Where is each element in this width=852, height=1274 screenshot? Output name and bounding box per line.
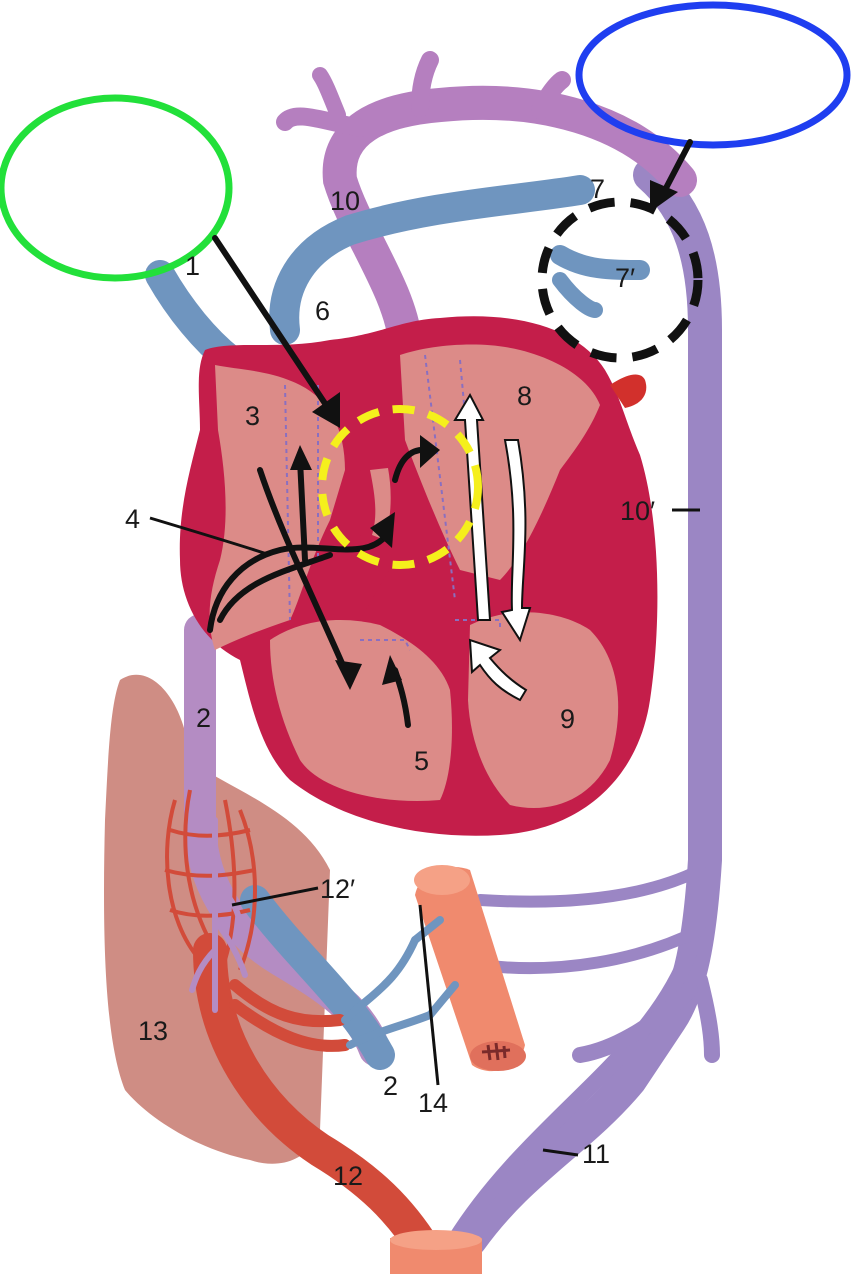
arrowheads-black xyxy=(290,435,440,690)
foramen-ovale-flap xyxy=(390,470,411,545)
red-branch-1 xyxy=(229,979,346,1028)
head-vessel-2 xyxy=(411,51,439,117)
right-atrium-3 xyxy=(209,365,345,650)
systemic-branch xyxy=(474,864,706,908)
label-14: 14 xyxy=(418,1088,448,1118)
label-3: 3 xyxy=(245,401,260,431)
right-ventricle-5 xyxy=(270,620,452,801)
label-1: 1 xyxy=(185,251,200,281)
label-6: 6 xyxy=(315,296,330,326)
hepatic-veins-lavender xyxy=(189,817,248,1013)
red-branch-2 xyxy=(229,999,351,1052)
pulmonary-branch-7prime xyxy=(550,245,650,280)
aortic-arch xyxy=(322,85,697,357)
label-12-prime: 12′ xyxy=(320,874,355,904)
iliac-branch xyxy=(692,972,720,1063)
green-annotation-ellipse[interactable] xyxy=(0,94,233,282)
left-atrium-8 xyxy=(400,344,600,580)
pointer-arrow-blue xyxy=(650,139,693,212)
label-10-prime: 10′ xyxy=(620,496,655,526)
label-9: 9 xyxy=(560,704,575,734)
left-ventricle-9 xyxy=(468,612,619,808)
label-5: 5 xyxy=(414,746,429,776)
umbilical-artery-11 xyxy=(447,942,698,1248)
label-2-upper: 2 xyxy=(196,703,211,733)
label-11: 11 xyxy=(582,1139,610,1169)
umbilical-cord xyxy=(390,1230,482,1274)
aortic-stub xyxy=(610,374,647,408)
label-13: 13 xyxy=(138,1016,168,1046)
label-7: 7 xyxy=(590,174,605,204)
iliac-branch-left xyxy=(572,982,698,1063)
heart xyxy=(179,316,658,836)
label-8: 8 xyxy=(517,381,532,411)
label-7-prime: 7′ xyxy=(615,263,635,293)
head-vessel-3 xyxy=(531,71,571,119)
pulmonary-trunk-6 xyxy=(269,175,595,345)
tissue-capillaries xyxy=(341,916,459,1049)
label-10: 10 xyxy=(330,186,360,216)
blood-flow-arrows-black xyxy=(207,446,431,728)
head-vessel-1 xyxy=(276,107,369,137)
head-vessel-1b xyxy=(312,67,346,123)
label-12: 12 xyxy=(333,1161,363,1191)
label-4: 4 xyxy=(125,504,140,534)
pulmonary-branch-lower xyxy=(552,272,603,318)
yellow-dashed-circle xyxy=(318,405,482,569)
descending-aorta xyxy=(453,158,722,1257)
label-2-lower: 2 xyxy=(383,1071,398,1101)
blue-annotation-ellipse[interactable] xyxy=(575,1,851,149)
pointer-arrow-green xyxy=(212,235,340,428)
hepatic-network xyxy=(164,789,257,971)
systemic-branch-2 xyxy=(474,924,706,975)
leader-lines xyxy=(149,508,700,1157)
umbilical-vein-12 xyxy=(193,933,442,1267)
black-dashed-circle xyxy=(537,197,703,363)
